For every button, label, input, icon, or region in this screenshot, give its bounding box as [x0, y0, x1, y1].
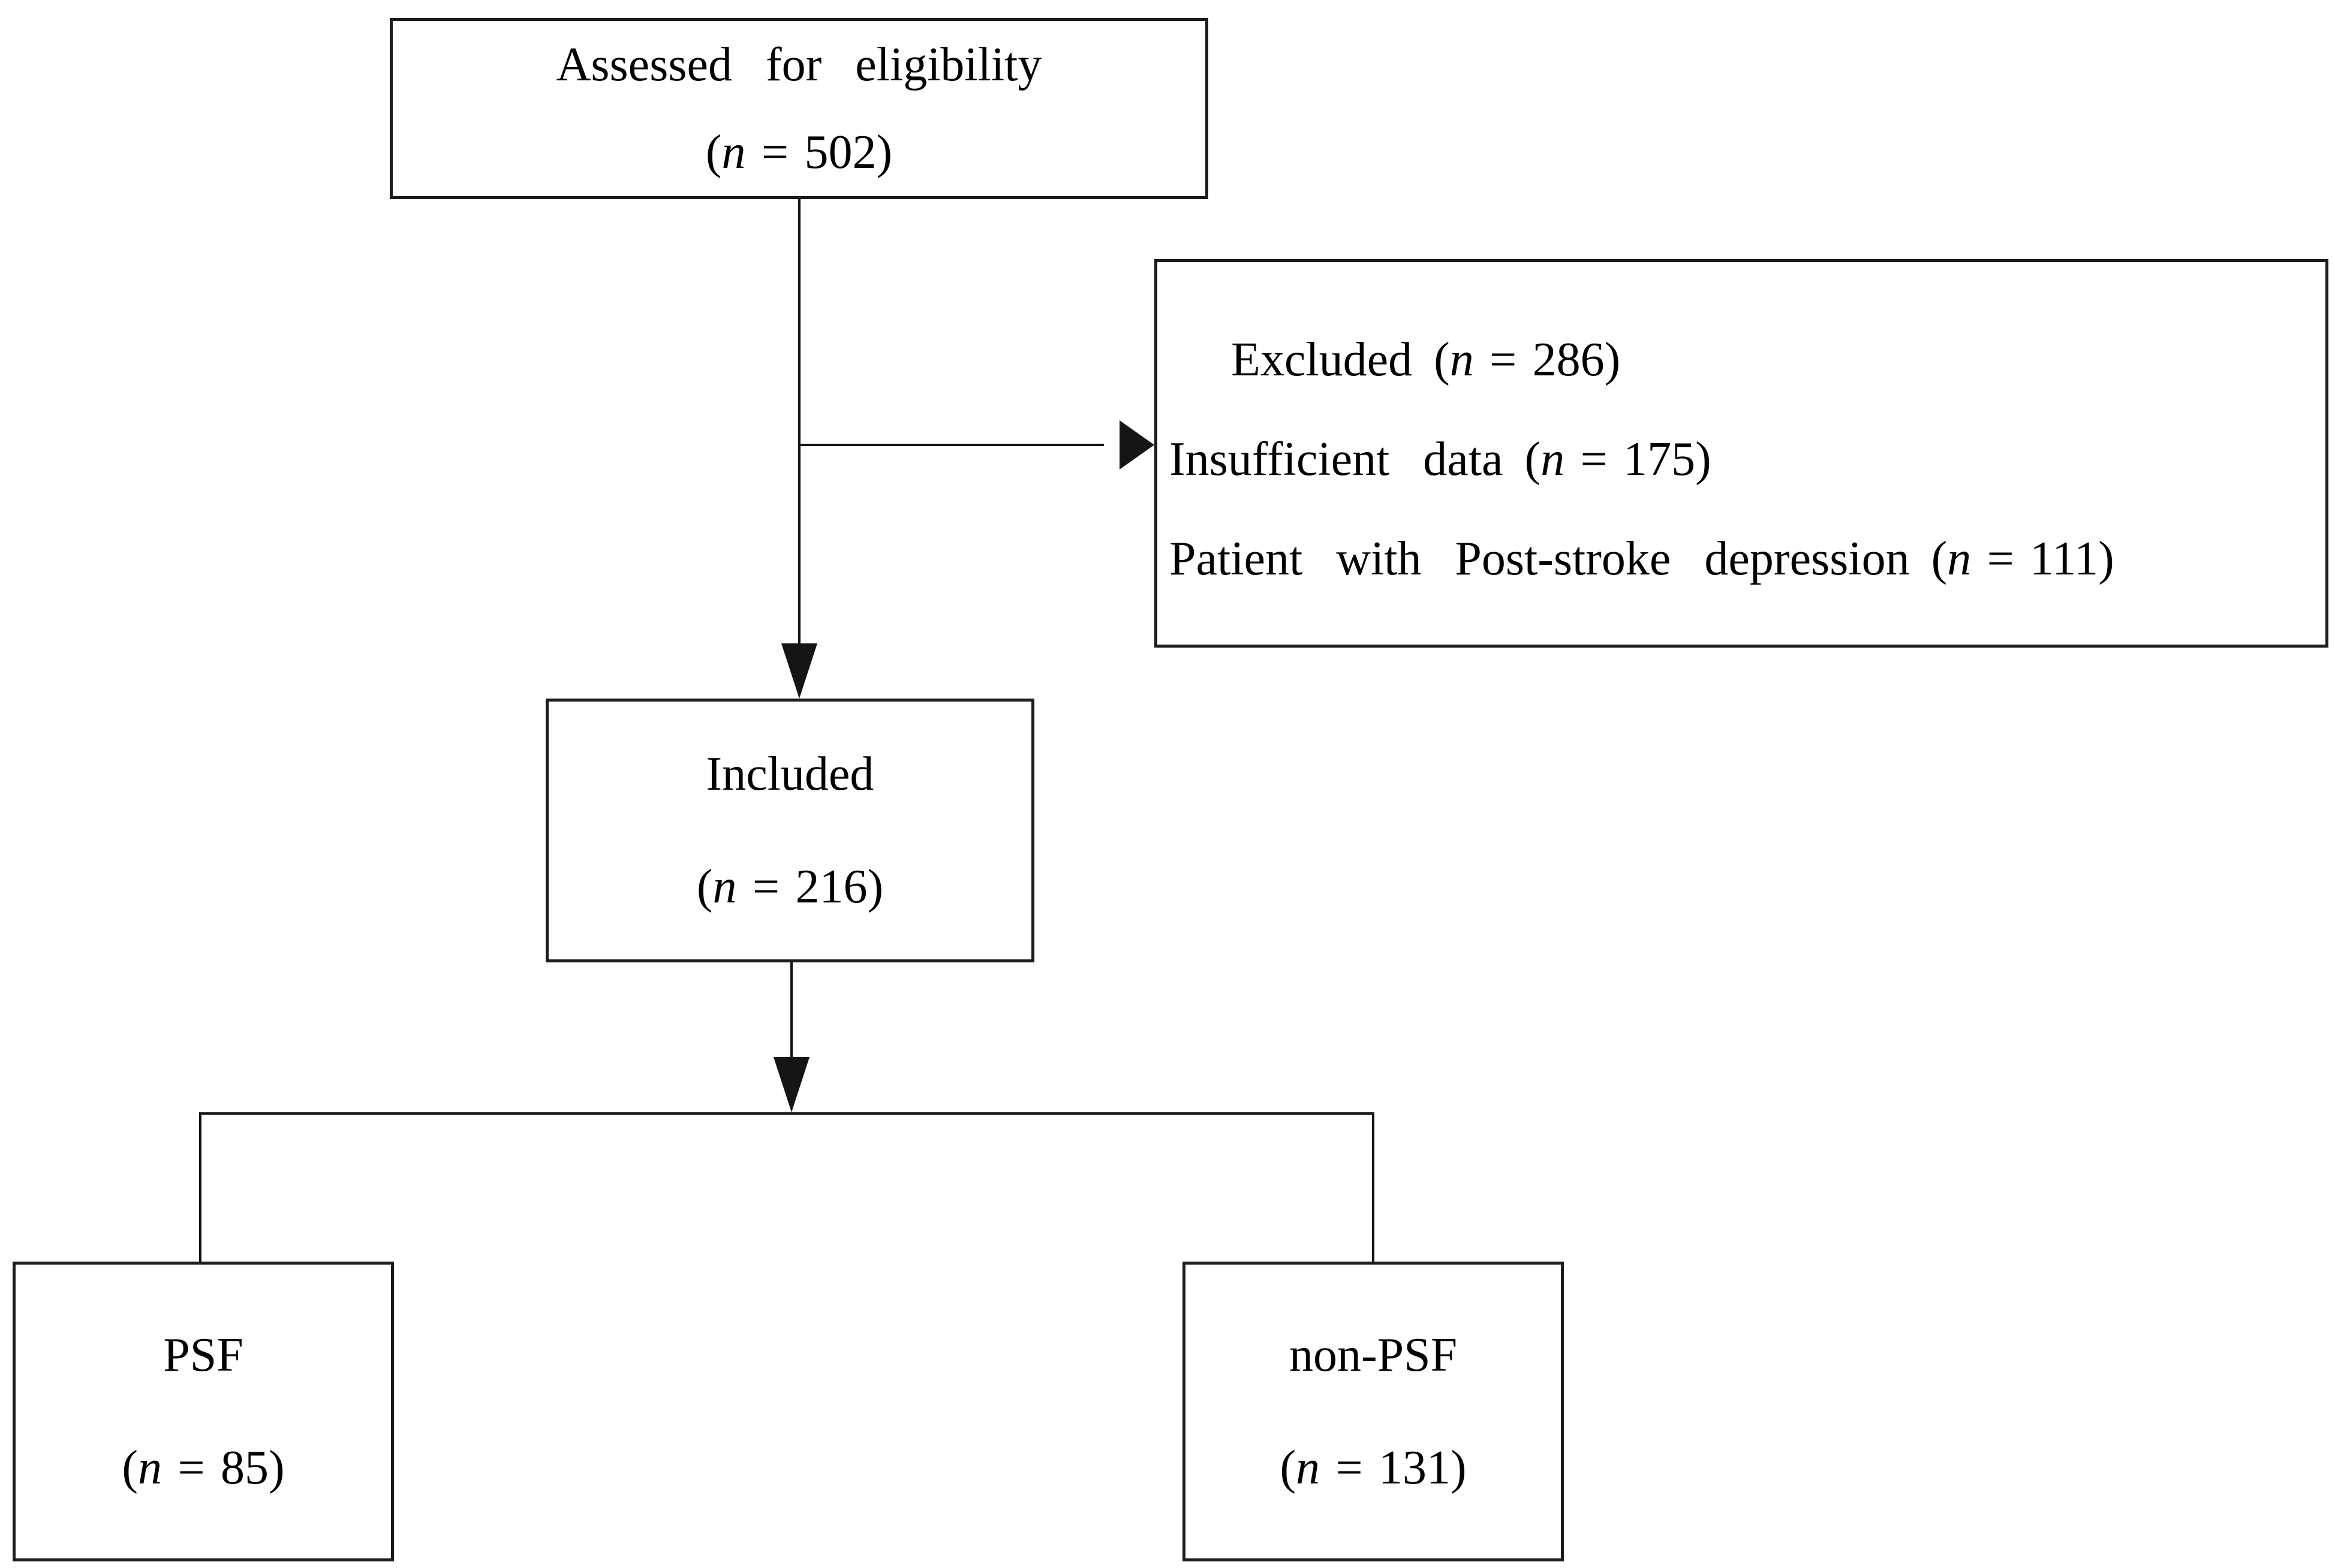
n-variable: n [712, 860, 737, 913]
paren-close: ) [2098, 532, 2114, 585]
node-psf: PSF (n = 85) [13, 1262, 394, 1561]
equals-sign: = [1335, 1441, 1363, 1494]
equals-sign: = [752, 860, 780, 913]
node-title: Included [706, 748, 874, 800]
paren-close: ) [1695, 433, 1711, 486]
node-count: (n = 216) [697, 860, 883, 913]
excluded-reason-line: Patient with Post-stroke depression (n = 11… [1169, 509, 2313, 609]
count-value: 111 [2030, 532, 2099, 585]
node-title: Excluded [1231, 333, 1413, 386]
connector-split-horizontal [199, 1112, 1374, 1115]
excluded-reason-line: Insufficient data (n = 175) [1169, 410, 2313, 509]
connector-assessed-to-included [798, 198, 801, 646]
count-value: 175 [1623, 433, 1696, 486]
connector-split-to-psf [199, 1113, 201, 1263]
connector-branch-to-excluded [798, 444, 1104, 446]
node-assessed-for-eligibility: Assessed for eligibility (n = 502) [390, 18, 1208, 199]
count-value: 286 [1532, 333, 1605, 386]
paren-open: ( [696, 860, 713, 913]
n-variable: n [1296, 1441, 1320, 1494]
node-title: Assessed for eligibility [556, 38, 1042, 91]
equals-sign: = [1490, 333, 1517, 386]
node-excluded: Excluded(n=286) Insufficient data(n=175)… [1154, 259, 2328, 648]
count-value: 131 [1378, 1441, 1451, 1494]
equals-sign: = [761, 126, 789, 179]
equals-sign: = [1987, 532, 2014, 585]
count-value: 216 [795, 860, 868, 913]
arrowhead-down-icon [774, 1057, 810, 1112]
arrowhead-right-icon [1120, 420, 1154, 470]
connector-included-to-split [790, 962, 793, 1061]
paren-open: ( [1434, 333, 1450, 386]
reason-text: Insufficient data [1169, 433, 1503, 486]
node-count: (n = 131) [1280, 1441, 1466, 1494]
node-title: non-PSF [1289, 1329, 1458, 1382]
paren-open: ( [1280, 1441, 1296, 1494]
paren-open: ( [705, 126, 722, 179]
n-variable: n [1540, 433, 1565, 486]
paren-close: ) [268, 1441, 285, 1494]
paren-close: ) [1604, 333, 1621, 386]
reason-text: Patient with Post-stroke depression [1169, 532, 1910, 585]
count-value: 502 [804, 126, 877, 179]
paren-open: ( [122, 1441, 139, 1494]
node-title: PSF [163, 1329, 243, 1382]
paren-open: ( [1524, 433, 1541, 486]
arrowhead-down-icon [781, 643, 817, 699]
paren-open: ( [1931, 532, 1948, 585]
node-included: Included (n = 216) [546, 699, 1034, 962]
excluded-title-line: Excluded (n = 286) [1169, 310, 2313, 410]
paren-close: ) [867, 860, 884, 913]
paren-close: ) [1450, 1441, 1467, 1494]
n-variable: n [1947, 532, 1972, 585]
equals-sign: = [1580, 433, 1608, 486]
connector-split-to-nonpsf [1372, 1113, 1374, 1263]
equals-sign: = [177, 1441, 205, 1494]
n-variable: n [138, 1441, 163, 1494]
paren-close: ) [876, 126, 893, 179]
node-count: (n = 85) [122, 1441, 284, 1494]
n-variable: n [721, 126, 746, 179]
n-variable: n [1449, 333, 1474, 386]
node-count: (n = 502) [706, 126, 892, 179]
node-non-psf: non-PSF (n = 131) [1182, 1262, 1564, 1561]
count-value: 85 [220, 1441, 269, 1494]
